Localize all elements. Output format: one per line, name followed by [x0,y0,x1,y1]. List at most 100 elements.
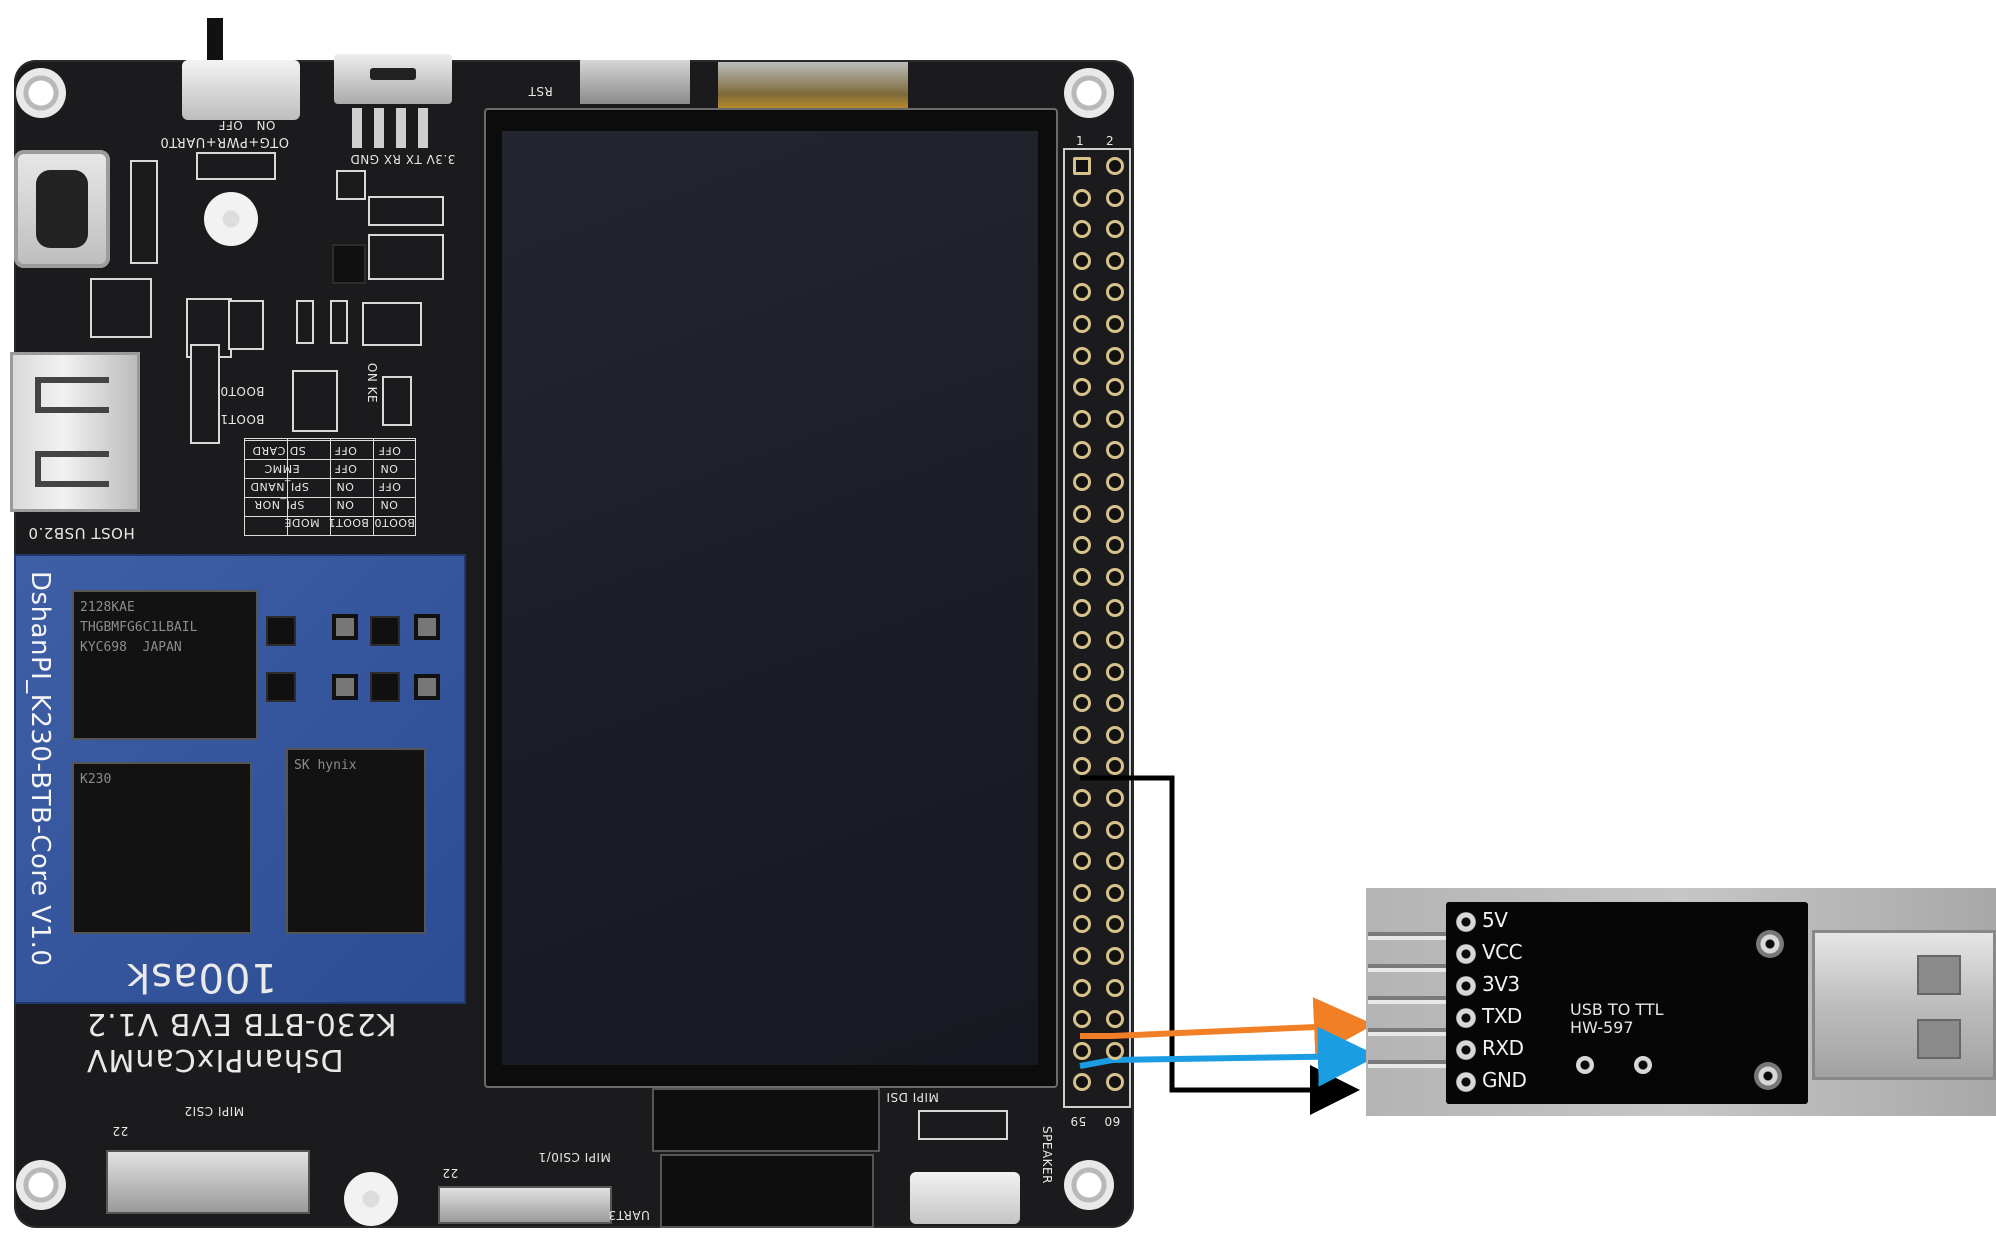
power-switch-lever [207,18,223,68]
mounting-hole [16,1160,66,1210]
ic-chip [332,244,366,284]
smd-component [368,234,444,280]
header-pin [1106,157,1124,175]
header-pin [1073,599,1091,618]
ttl-pin-rxd-label: RXD [1482,1036,1524,1060]
header-pin [1106,315,1124,333]
ic-chip [370,616,400,646]
ttl-pin-hole [1456,944,1476,964]
header-pin [1073,820,1091,839]
header-pin [1073,852,1091,871]
header-pin [1073,915,1091,934]
header-pin [1106,694,1124,713]
smd-resistor-array [196,152,276,180]
ttl-pin-5v-label: 5V [1482,908,1508,932]
usb-a-slot [35,451,109,487]
header-pin [1073,188,1091,207]
smd-resistor-array [190,344,220,444]
txd-wire [1080,997,1374,1058]
ttl-pin-hole [1456,976,1476,996]
ttl-pin-hole [1456,912,1476,932]
usb-plug-solder-pad [1756,930,1784,958]
core-module: 2128KAE THGBMFG6C1LBAIL KYC698 JAPAN K23… [14,554,466,1004]
led [336,170,366,200]
speaker-connector [910,1172,1020,1224]
smd-component [330,300,348,344]
header-pin [1073,409,1091,428]
boot-dip-switch [292,370,338,432]
ttl-module-title: USB TO TTL [1570,1000,1664,1019]
header-pin [1073,220,1091,239]
ic-chip [370,672,400,702]
ram-chip: SK hynix [286,748,426,934]
header-pin [1073,441,1091,460]
header-pin [1073,315,1091,333]
ic-chip [266,616,296,646]
header-pin [1073,1010,1091,1029]
ttl-pin-vcc-label: VCC [1482,940,1523,964]
header-pin [1073,631,1091,649]
mipi-dsi-connector [652,1088,880,1152]
smd-resistor-array [918,1110,1008,1140]
header-pin [1106,852,1124,871]
header-pin [1073,1073,1091,1092]
header-pin [1106,1041,1124,1060]
header-pin [1073,283,1091,302]
header-pin [1073,536,1091,555]
micro-usb-port [334,54,452,104]
header-pin [1106,1073,1124,1092]
ttl-pin-hole [1456,1040,1476,1060]
header-pin [1073,378,1091,397]
mounting-hole [1064,1160,1114,1210]
gnd-wire [1080,775,1360,1115]
ic-chip [266,672,296,702]
header-pin [1106,378,1124,397]
header-pin [1106,662,1124,681]
sd-card-slot [718,62,908,108]
uart0-pins [352,108,438,148]
gpio-header [1063,148,1131,1108]
header-pin [1106,251,1124,270]
header-pin [1106,473,1124,491]
header-pin [1106,346,1124,365]
header-pin [1073,662,1091,681]
header-pin [1073,567,1091,586]
header-pin [1106,725,1124,744]
smd-inductor [414,674,440,700]
microphone [344,1172,398,1226]
header-pin [1106,409,1124,428]
power-switch [182,60,300,120]
smd-resistor-array [368,196,444,226]
header-pin [1073,694,1091,713]
usb-a-plug [1812,930,1996,1080]
mounting-hole [1064,68,1114,118]
smd-inductor [90,278,152,338]
header-pin-1-label: 1 [1076,134,1085,148]
header-pin [1106,567,1124,586]
header-pin [1073,947,1091,965]
smd-component [296,300,314,344]
header-pin [1073,978,1091,997]
usb-plug-window [1917,1019,1961,1059]
header-pin [1106,820,1124,839]
header-pin [1106,283,1124,302]
mipi-csi2-connector [106,1150,310,1214]
header-pin [1106,789,1124,807]
header-pin [1073,157,1091,175]
header-pin [1073,1041,1091,1060]
header-pin [1073,346,1091,365]
lcd-screen [502,131,1038,1065]
usb-c-port [14,150,110,268]
usb-a-slot [35,377,109,413]
header-pin [1106,1010,1124,1029]
header-pin [1106,536,1124,555]
smd-inductor [332,674,358,700]
header-pin [1106,757,1124,776]
header-pin [1073,883,1091,902]
header-pin [1106,220,1124,239]
uart3-connector [660,1154,874,1228]
header-pin [1106,978,1124,997]
smd-inductor [332,614,358,640]
header-pin [1106,188,1124,207]
